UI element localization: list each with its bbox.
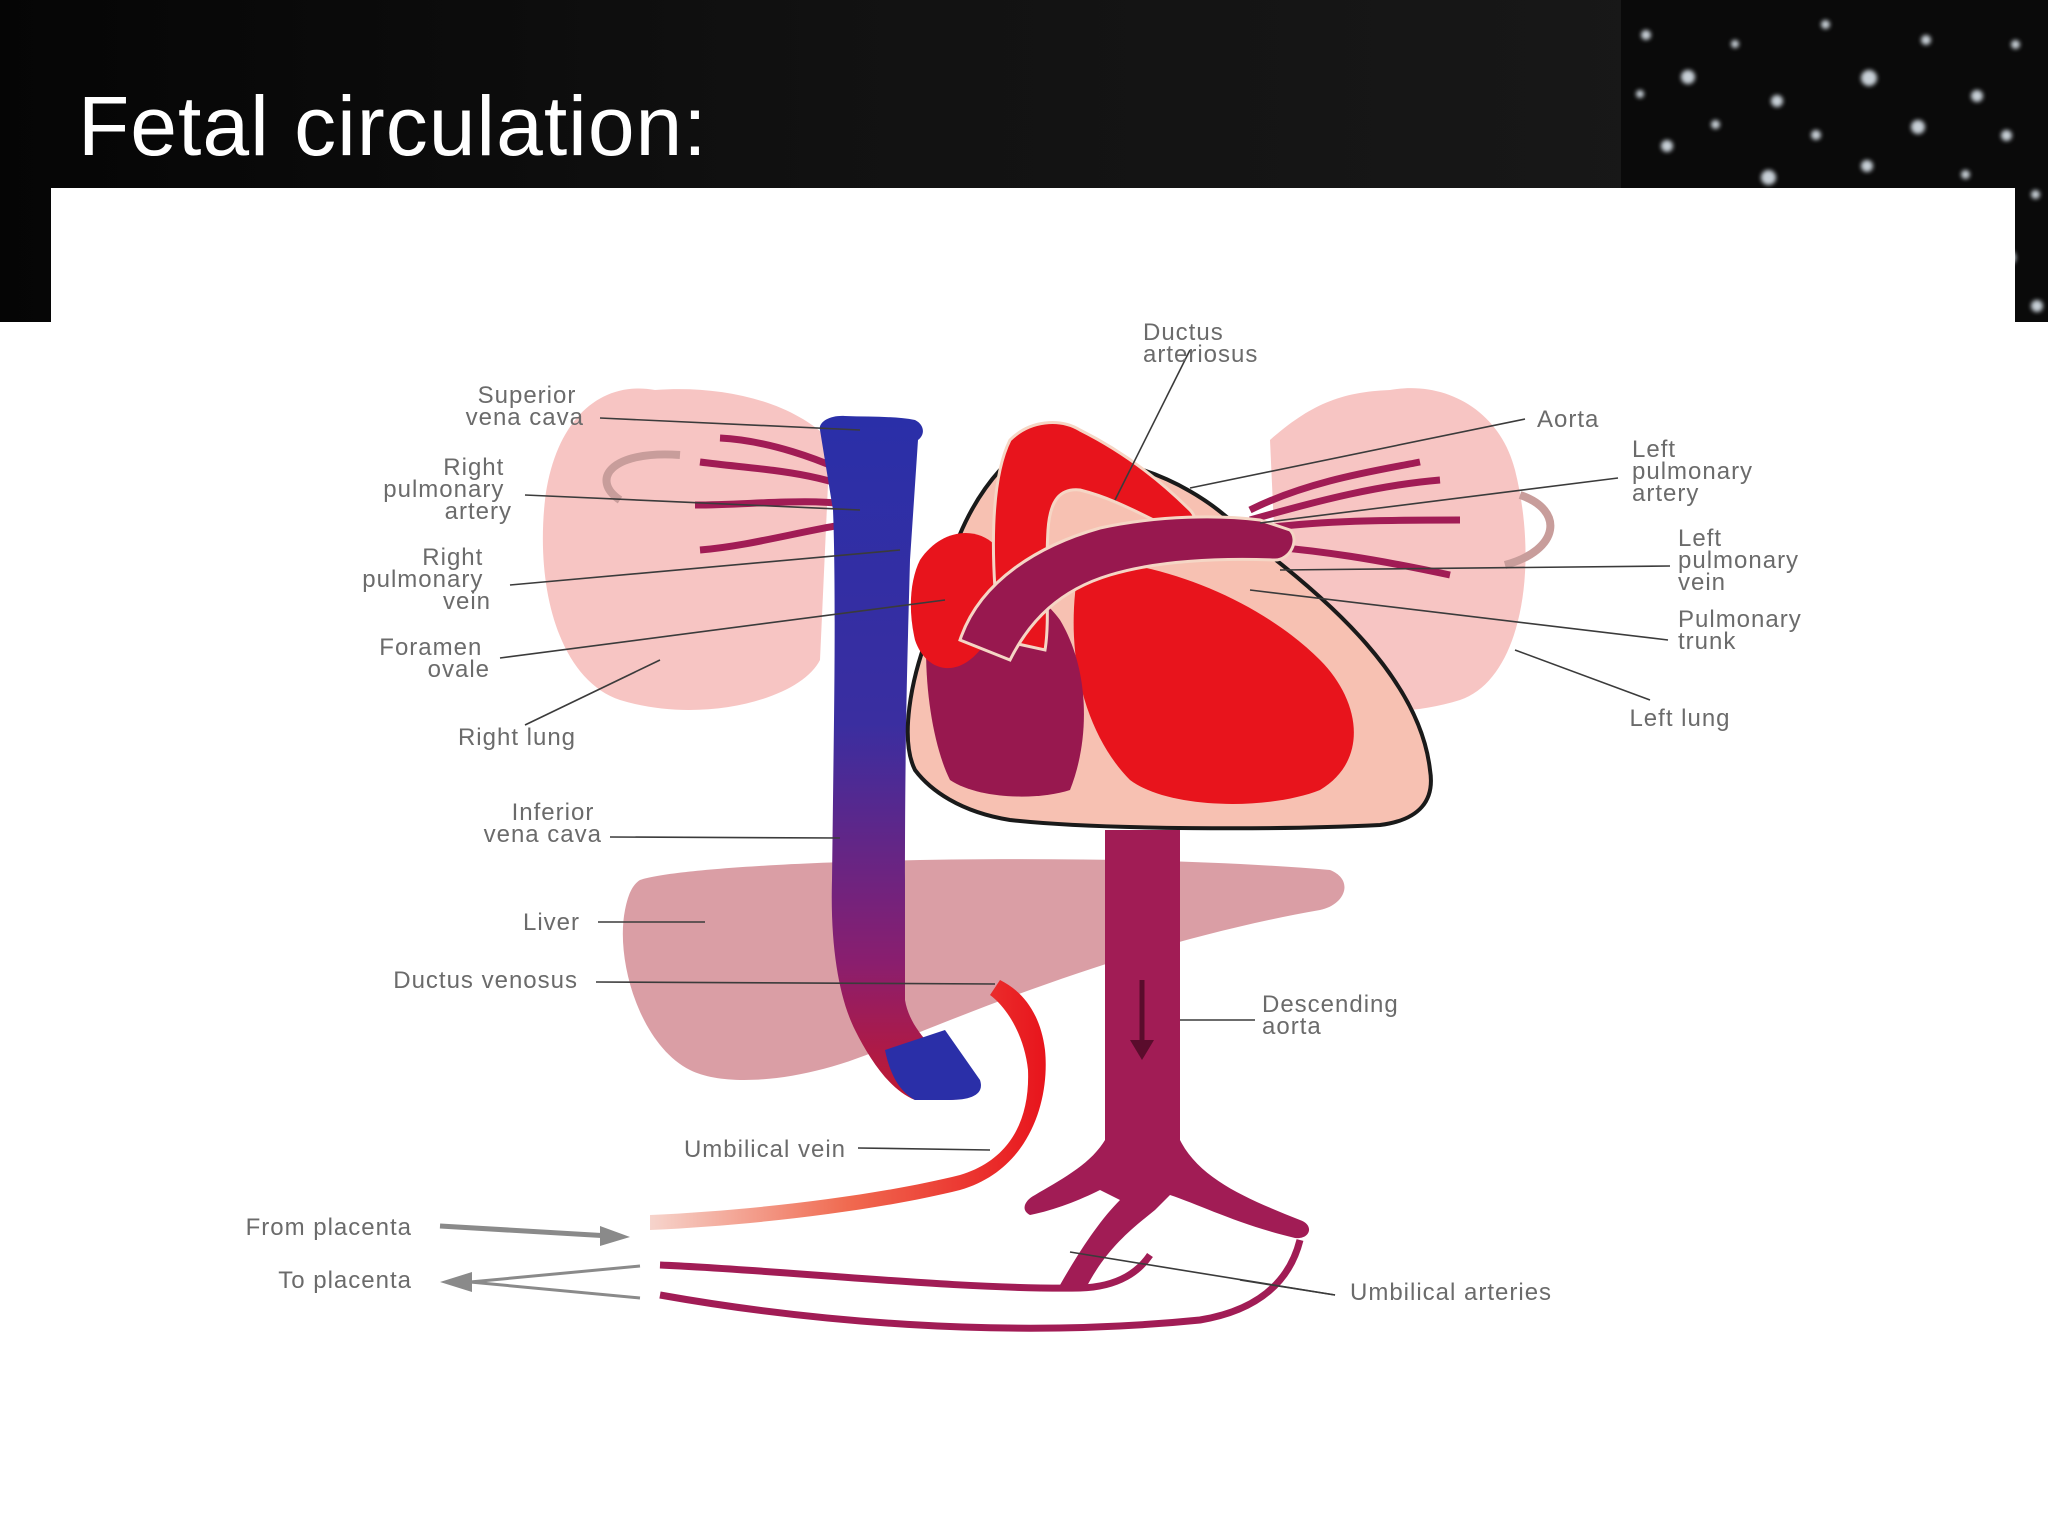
star-dot — [1811, 130, 1821, 140]
star-dot — [1861, 70, 1877, 86]
star-dot — [2001, 130, 2012, 141]
leader-lines — [499, 349, 1671, 1296]
label-left-pulmonary-artery: Left pulmonary artery — [1632, 436, 1761, 507]
star-dot — [1661, 140, 1673, 152]
label-superior-vena-cava: Superior vena cava — [466, 382, 584, 431]
umbilical-vein-shape — [650, 980, 1046, 1230]
inferior-vena-cava-blue-end — [885, 1030, 981, 1100]
label-to-placenta: To placenta — [278, 1267, 412, 1294]
star-dot — [1961, 170, 1970, 179]
vena-cava-shape — [819, 415, 968, 1100]
label-ductus-venosus: Ductus venosus — [393, 967, 578, 994]
label-descending-aorta: Descending aorta — [1262, 991, 1406, 1040]
star-dot — [1911, 120, 1925, 134]
heart-left-ventricle — [1073, 560, 1354, 804]
label-inferior-vena-cava: Inferior vena cava — [484, 799, 602, 848]
star-dot — [1636, 90, 1644, 98]
star-dot — [1921, 35, 1931, 45]
label-foramen-ovale: Foramen ovale — [379, 634, 490, 683]
pulmonary-trunk-shape — [958, 515, 1296, 662]
label-from-placenta: From placenta — [246, 1214, 412, 1241]
star-dot — [1761, 170, 1776, 185]
umbilical-arteries-shape — [659, 1239, 1304, 1332]
star-dot — [1861, 160, 1873, 172]
right-lung-shape — [542, 388, 830, 711]
label-ductus-arteriosus: Ductus arteriosus — [1143, 319, 1258, 368]
label-pulmonary-trunk: Pulmonary trunk — [1678, 606, 1809, 655]
descending-aorta-arrowhead — [1130, 1040, 1154, 1060]
label-aorta: Aorta — [1537, 406, 1599, 433]
from-placenta-arrow-shaft — [439, 1223, 611, 1239]
star-dot — [1771, 95, 1783, 107]
slide-title: Fetal circulation: — [78, 79, 708, 173]
liver-shape — [622, 859, 1345, 1080]
star-dot — [1821, 20, 1830, 29]
to-placenta-arrowhead — [440, 1272, 472, 1292]
label-right-pulmonary-artery: Right pulmonary artery — [383, 454, 512, 525]
to-placenta-arrow-lower — [469, 1280, 641, 1300]
label-left-pulmonary-vein: Left pulmonary vein — [1678, 525, 1807, 596]
star-dot — [1711, 120, 1720, 129]
star-dot — [1971, 90, 1983, 102]
star-dot — [1731, 40, 1739, 48]
star-dot — [1681, 70, 1695, 84]
label-right-lung: Right lung — [458, 724, 576, 751]
label-umbilical-vein: Umbilical vein — [684, 1136, 846, 1163]
star-dot — [2031, 190, 2040, 199]
star-dot — [1641, 30, 1651, 40]
star-dot — [2011, 40, 2020, 49]
label-liver: Liver — [523, 909, 580, 936]
label-left-lung: Left lung — [1629, 705, 1730, 732]
descending-aorta-shape — [1024, 830, 1310, 1290]
from-placenta-arrowhead — [600, 1226, 630, 1246]
to-placenta-arrow-upper — [469, 1264, 641, 1284]
label-right-pulmonary-vein: Right pulmonary vein — [362, 544, 491, 615]
left-lung-flow-arrow — [1503, 491, 1555, 569]
label-umbilical-arteries: Umbilical arteries — [1350, 1279, 1552, 1306]
star-dot — [2031, 300, 2043, 312]
right-lung-flow-arrow — [602, 450, 681, 504]
